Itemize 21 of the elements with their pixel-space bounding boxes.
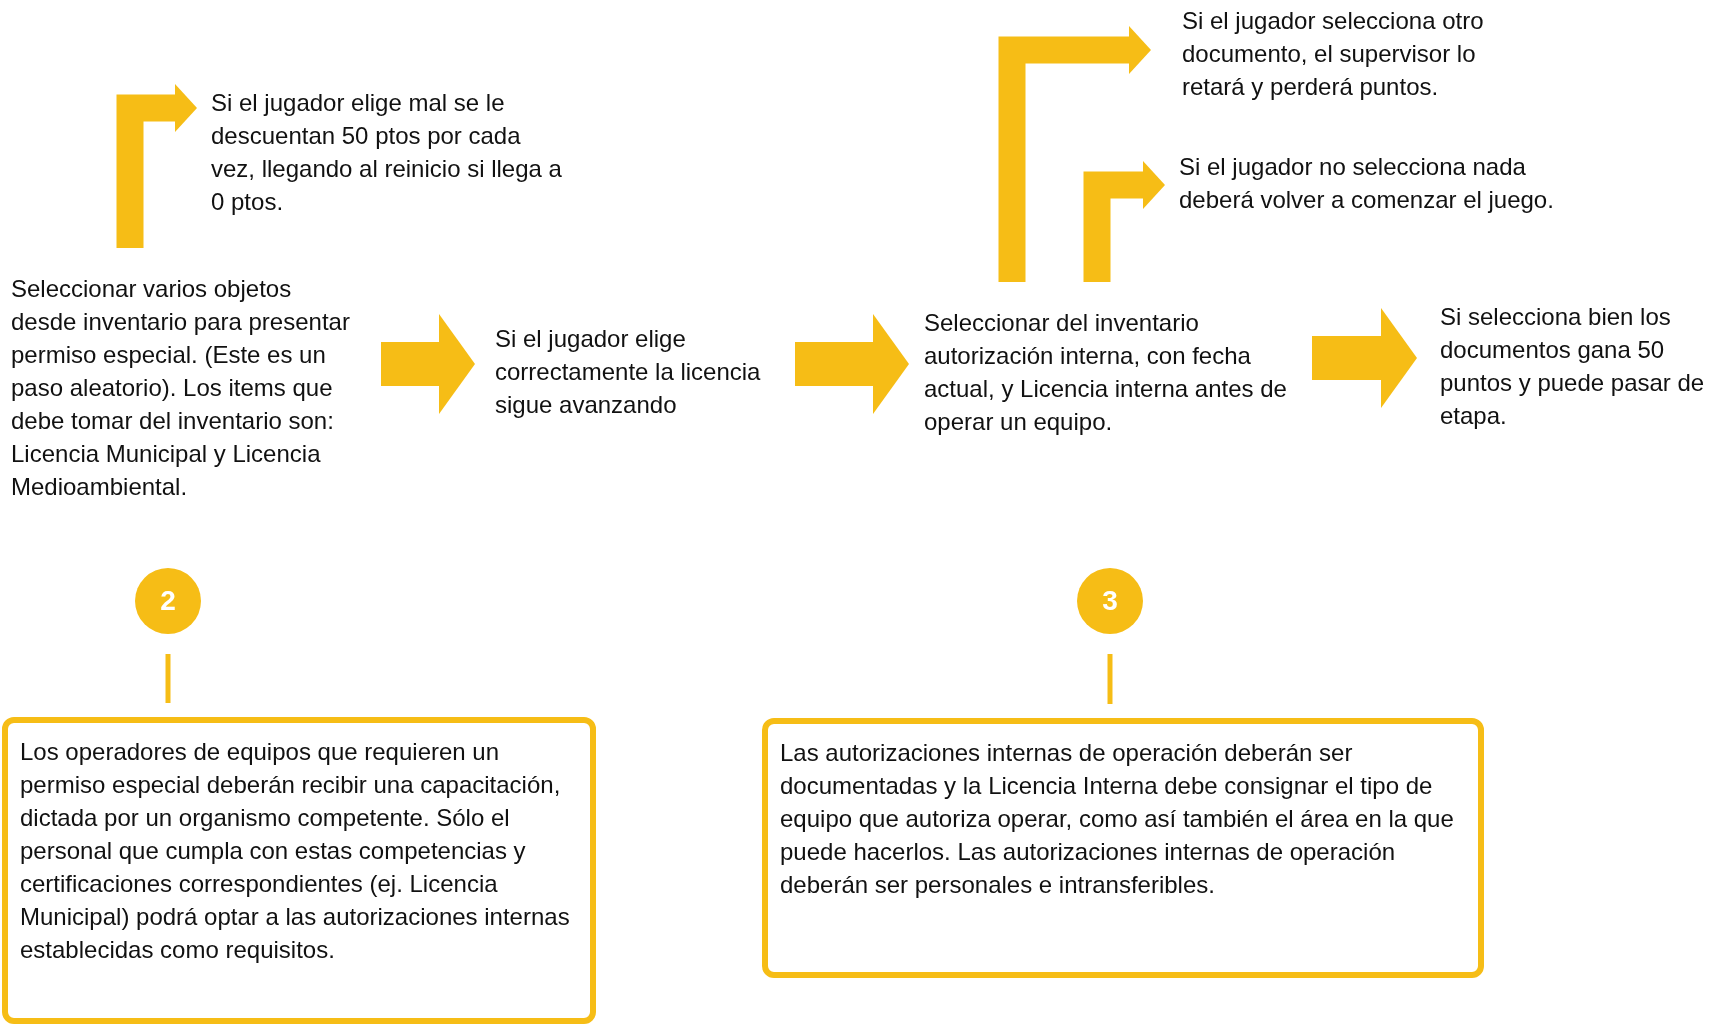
step-text: Seleccionar del inventario autorización interna, con fecha actual, y Licencia interna antes de operar un equipo. <box>907 306 1314 438</box>
step-text: Si el jugador selecciona otro documento, el supervisor lo retará y perderá puntos. <box>1149 4 1537 103</box>
note-box <box>762 718 1484 978</box>
step-text: Si el jugador elige mal se le descuentan 50 ptos por cada vez, llegando al reinicio si llega a 0 ptos. <box>195 86 571 218</box>
note-text: Las autorizaciones internas de operación deberán ser documentadas y la Licencia Interna debe consignar el tipo de equipo que autoriza operar, como así también el área en la que puede hacerlos. Las autorizaciones internas de operación deberán ser personales e intransferibles. <box>780 738 1455 900</box>
arrow <box>1083 161 1165 282</box>
step-number-badge: 3 <box>1077 568 1143 634</box>
connector-line <box>165 654 171 703</box>
arrow <box>795 314 909 414</box>
arrow <box>116 84 197 248</box>
note-text: Los operadores de equipos que requieren un permiso especial deberán recibir una capacitación, dictada por un organismo competente. Sólo el personal que cumpla con estas competencias y certificaciones correspondientes (ej. Licencia Municipal) podrá optar a las autorizaciones internas establecidas como requisitos. <box>20 737 571 965</box>
note-box <box>2 717 596 1024</box>
step-text: Si el jugador elige correctamente la licencia sigue avanzando <box>473 322 797 421</box>
step-text: Si el jugador no selecciona nada deberá volver a comenzar el juego. <box>1163 150 1604 216</box>
arrow <box>1312 308 1417 408</box>
connector-line <box>1107 654 1113 704</box>
step-text: Seleccionar varios objetos desde inventario para presentar permiso especial. (Este es un paso aleatorio). Los items que debe tomar del inventario son: Licencia Municipal y Licencia Medioambiental. <box>11 272 383 503</box>
step-text: Si selecciona bien los documentos gana 50 puntos y puede pasar de etapa. <box>1415 300 1722 432</box>
arrow <box>998 26 1151 282</box>
step-number-badge: 2 <box>135 568 201 634</box>
arrow <box>381 314 475 414</box>
